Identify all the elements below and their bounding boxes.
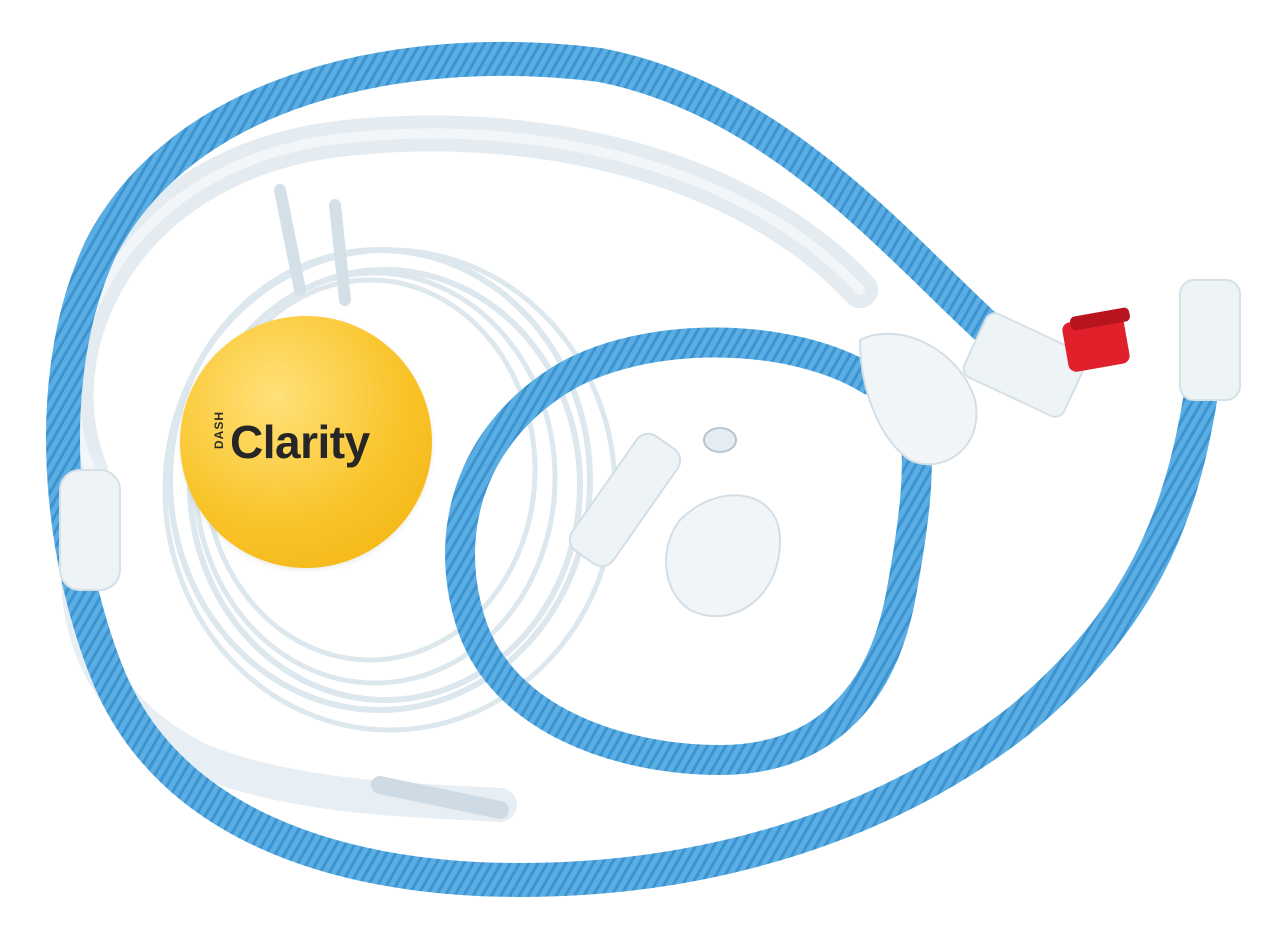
- badge-logo: DASH Clarity: [212, 410, 412, 472]
- blue-corrugated-tube-inner: [445, 327, 932, 776]
- tube-connectors: [59, 279, 1241, 591]
- blue-corrugated-tube-outer: [46, 41, 1217, 898]
- red-end-cap: [1062, 307, 1130, 372]
- badge-small-text: DASH: [212, 410, 226, 449]
- clarity-badge: DASH Clarity: [180, 316, 432, 568]
- badge-main-text: Clarity: [230, 416, 370, 468]
- y-piece-connectors: [568, 332, 978, 618]
